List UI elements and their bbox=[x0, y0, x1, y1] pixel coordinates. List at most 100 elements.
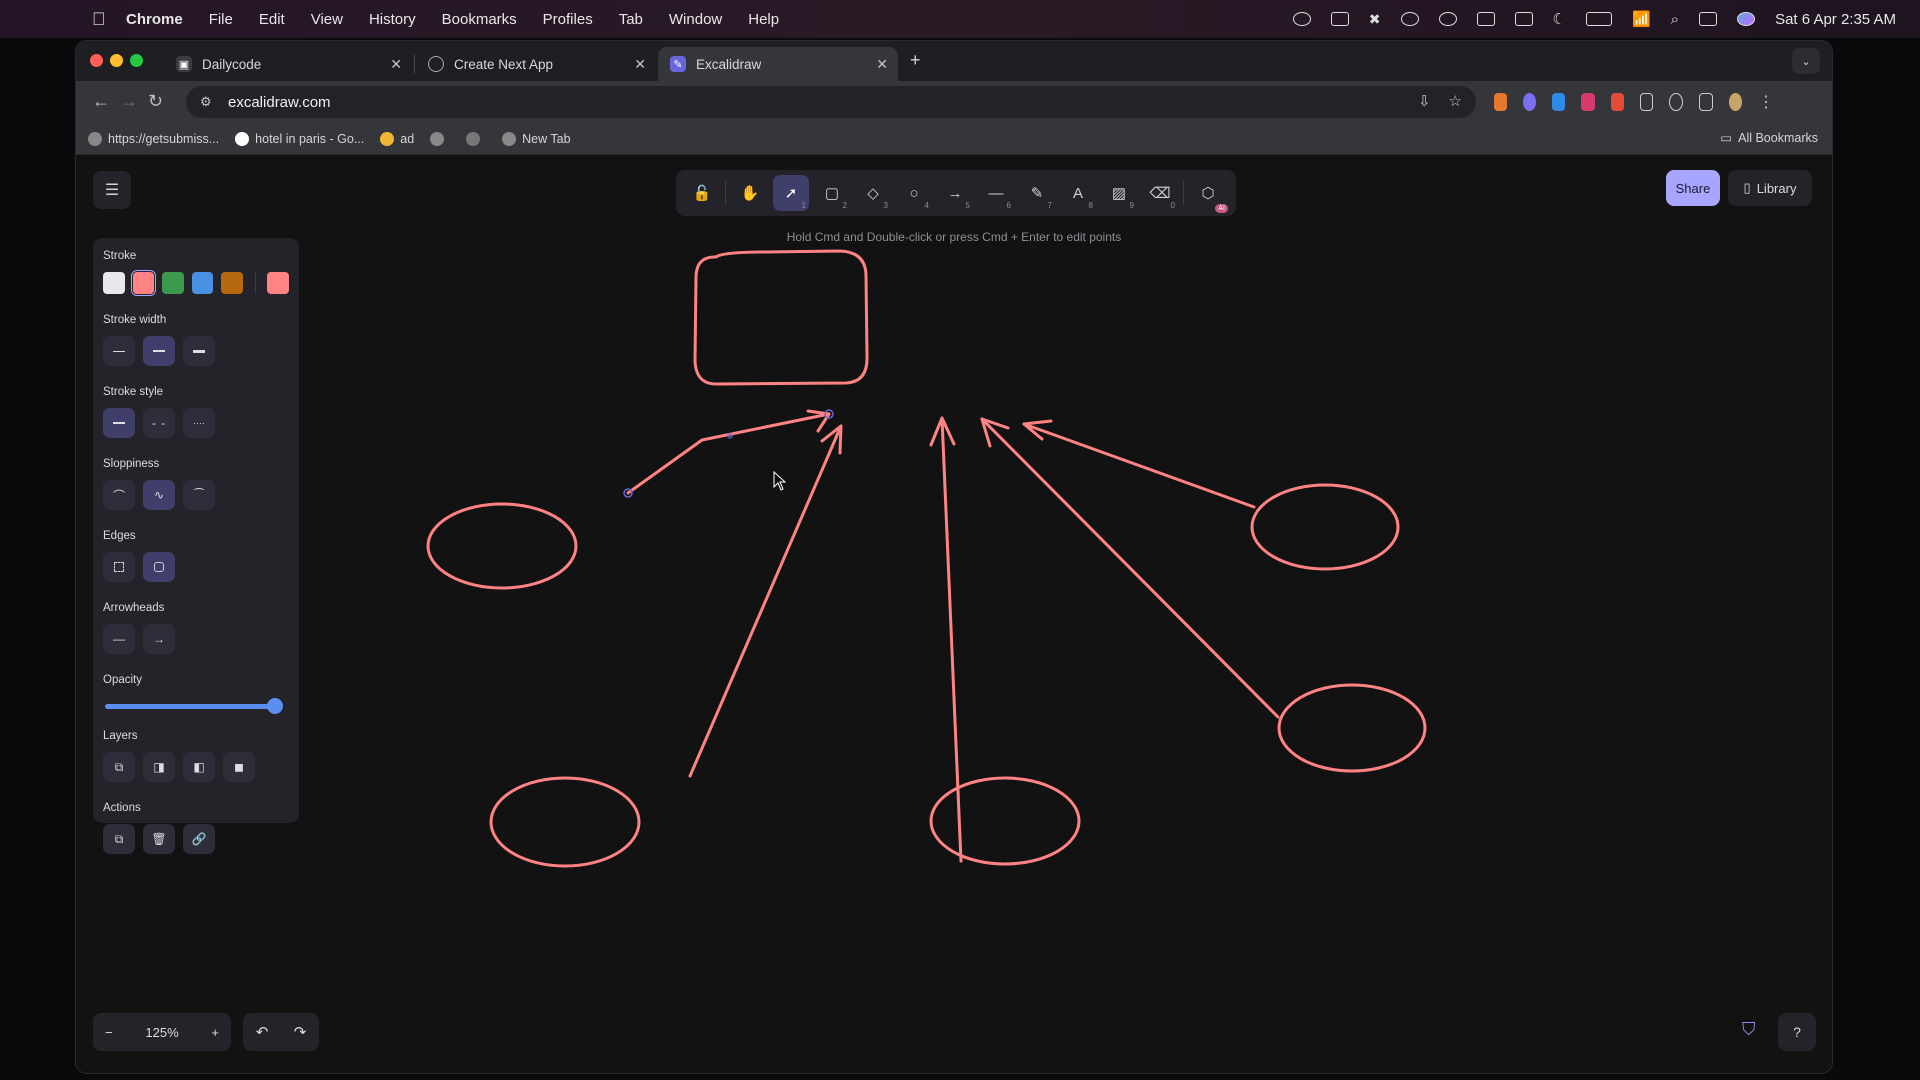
menu-tab[interactable]: Tab bbox=[618, 10, 643, 28]
wifi-icon[interactable]: 📶 bbox=[1631, 11, 1651, 28]
extension-2-icon[interactable] bbox=[1523, 93, 1537, 111]
stroke-color-swatch[interactable] bbox=[130, 270, 156, 296]
duplicate-button[interactable]: ⧉ bbox=[103, 824, 135, 854]
stroke-color-swatch[interactable] bbox=[162, 272, 184, 294]
tab-search-button[interactable]: ⌄ bbox=[1792, 48, 1820, 74]
all-bookmarks[interactable]: ▭All Bookmarks bbox=[1720, 130, 1818, 146]
current-stroke-color-picker[interactable] bbox=[267, 272, 289, 294]
menu-history[interactable]: History bbox=[368, 10, 416, 28]
menubar-clock[interactable]: Sat 6 Apr 2:35 AM bbox=[1775, 10, 1896, 28]
redo-button[interactable]: ↷ bbox=[293, 1024, 307, 1041]
stroke-style-solid-button[interactable] bbox=[103, 408, 135, 438]
shield-icon[interactable]: ⛉ bbox=[1742, 1019, 1756, 1039]
status-icon-1[interactable] bbox=[1292, 12, 1311, 26]
site-info-icon[interactable]: ⚙ bbox=[200, 94, 212, 109]
address-bar[interactable]: ⚙ excalidraw.com ⇩ ☆ bbox=[186, 86, 1476, 118]
bookmark-item[interactable] bbox=[466, 131, 486, 146]
sloppiness-artist-button[interactable]: ∿ bbox=[143, 480, 175, 510]
close-tab-icon[interactable]: ✕ bbox=[390, 55, 402, 72]
stroke-width-extra-bold-button[interactable] bbox=[183, 336, 215, 366]
zoom-window-button[interactable] bbox=[130, 54, 143, 67]
close-tab-icon[interactable]: ✕ bbox=[876, 55, 888, 72]
arrowhead-start-button[interactable]: — bbox=[103, 624, 135, 654]
library-button[interactable]: ▯ Library bbox=[1728, 170, 1812, 206]
status-icon-7[interactable] bbox=[1514, 12, 1533, 26]
siri-icon[interactable] bbox=[1737, 12, 1756, 26]
status-icon-4[interactable] bbox=[1400, 12, 1419, 26]
bring-forward-button[interactable]: ◧ bbox=[183, 752, 215, 782]
opacity-thumb[interactable] bbox=[267, 698, 283, 714]
more-menu-icon[interactable]: ⋮ bbox=[1758, 94, 1774, 111]
tab-dailycode[interactable]: ▣ Dailycode ✕ bbox=[164, 47, 412, 81]
diamond-tool-button[interactable]: ◇3 bbox=[855, 175, 891, 211]
send-to-back-button[interactable]: ⧉ bbox=[103, 752, 135, 782]
menu-edit[interactable]: Edit bbox=[258, 10, 285, 28]
arrow-tool-button[interactable]: →5 bbox=[937, 175, 973, 211]
extension-4-icon[interactable] bbox=[1581, 93, 1595, 111]
zoom-out-button[interactable]: − bbox=[105, 1024, 113, 1040]
control-center-icon[interactable] bbox=[1699, 12, 1718, 26]
minimize-window-button[interactable] bbox=[110, 54, 123, 67]
menu-bookmarks[interactable]: Bookmarks bbox=[441, 10, 517, 28]
rectangle-tool-button[interactable]: ▢2 bbox=[814, 175, 850, 211]
undo-button[interactable]: ↶ bbox=[255, 1024, 269, 1041]
more-tools-button[interactable]: ⬡AI bbox=[1190, 175, 1228, 213]
drawing-layer[interactable] bbox=[76, 156, 1833, 1074]
profile-avatar[interactable] bbox=[1728, 93, 1742, 111]
bookmark-item[interactable]: https://getsubmiss... bbox=[88, 131, 219, 146]
menu-view[interactable]: View bbox=[310, 10, 343, 28]
ellipse-tool-button[interactable]: ○4 bbox=[896, 175, 932, 211]
stroke-color-swatch[interactable] bbox=[191, 272, 213, 294]
hand-tool-button[interactable]: ✋ bbox=[732, 175, 768, 211]
close-tab-icon[interactable]: ✕ bbox=[634, 55, 646, 72]
bookmark-item[interactable]: ad bbox=[380, 131, 414, 146]
bookmark-item[interactable]: hotel in paris - Go... bbox=[235, 131, 364, 146]
extensions-puzzle-icon[interactable] bbox=[1639, 93, 1654, 111]
send-backward-button[interactable]: ◨ bbox=[143, 752, 175, 782]
pencil-tool-button[interactable]: ✎7 bbox=[1019, 175, 1055, 211]
share-button[interactable]: Share bbox=[1666, 170, 1720, 206]
edges-round-button[interactable] bbox=[143, 552, 175, 582]
close-window-button[interactable] bbox=[90, 54, 103, 67]
menu-window[interactable]: Window bbox=[668, 10, 723, 28]
selection-tool-button[interactable]: ➚1 bbox=[773, 175, 809, 211]
extension-7-icon[interactable] bbox=[1669, 93, 1684, 111]
stroke-width-thin-button[interactable] bbox=[103, 336, 135, 366]
battery-icon[interactable] bbox=[1585, 12, 1612, 26]
tab-excalidraw[interactable]: ✎ Excalidraw ✕ bbox=[658, 47, 898, 81]
side-panel-icon[interactable] bbox=[1699, 93, 1713, 111]
stroke-color-swatch[interactable] bbox=[103, 272, 125, 294]
status-icon-2[interactable] bbox=[1330, 12, 1349, 26]
edges-sharp-button[interactable] bbox=[103, 552, 135, 582]
bookmark-item[interactable]: New Tab bbox=[502, 131, 571, 146]
line-tool-button[interactable]: —6 bbox=[978, 175, 1014, 211]
status-icon-6[interactable] bbox=[1476, 12, 1495, 26]
stroke-style-dashed-button[interactable]: - - bbox=[143, 408, 175, 438]
new-tab-button[interactable]: + bbox=[910, 50, 921, 70]
opacity-slider[interactable] bbox=[103, 696, 283, 716]
extension-3-icon[interactable] bbox=[1552, 93, 1566, 111]
menu-file[interactable]: File bbox=[208, 10, 233, 28]
stroke-color-swatch[interactable] bbox=[221, 272, 243, 294]
arrowhead-end-button[interactable]: → bbox=[143, 624, 175, 654]
stroke-width-bold-button[interactable] bbox=[143, 336, 175, 366]
status-icon-3[interactable]: ✖ bbox=[1368, 10, 1381, 27]
stroke-style-dotted-button[interactable]: ···· bbox=[183, 408, 215, 438]
bring-to-front-button[interactable]: ◼ bbox=[223, 752, 255, 782]
status-icon-5[interactable] bbox=[1438, 12, 1457, 26]
forward-icon[interactable]: → bbox=[120, 91, 138, 111]
menu-profiles[interactable]: Profiles bbox=[542, 10, 593, 28]
url-text[interactable]: excalidraw.com bbox=[228, 93, 331, 111]
eraser-tool-button[interactable]: ⌫0 bbox=[1142, 175, 1178, 211]
sloppiness-architect-button[interactable]: ⌒ bbox=[103, 480, 135, 510]
link-button[interactable]: 🔗 bbox=[183, 824, 215, 854]
back-icon[interactable]: ← bbox=[92, 91, 110, 111]
spotlight-icon[interactable]: ⌕ bbox=[1670, 10, 1680, 28]
menu-app-name[interactable]: Chrome bbox=[126, 10, 183, 28]
apple-icon[interactable]:  bbox=[92, 9, 112, 30]
delete-button[interactable]: 🗑 bbox=[143, 824, 175, 854]
install-app-icon[interactable]: ⇩ bbox=[1417, 93, 1431, 110]
bookmark-star-icon[interactable]: ☆ bbox=[1448, 93, 1462, 110]
